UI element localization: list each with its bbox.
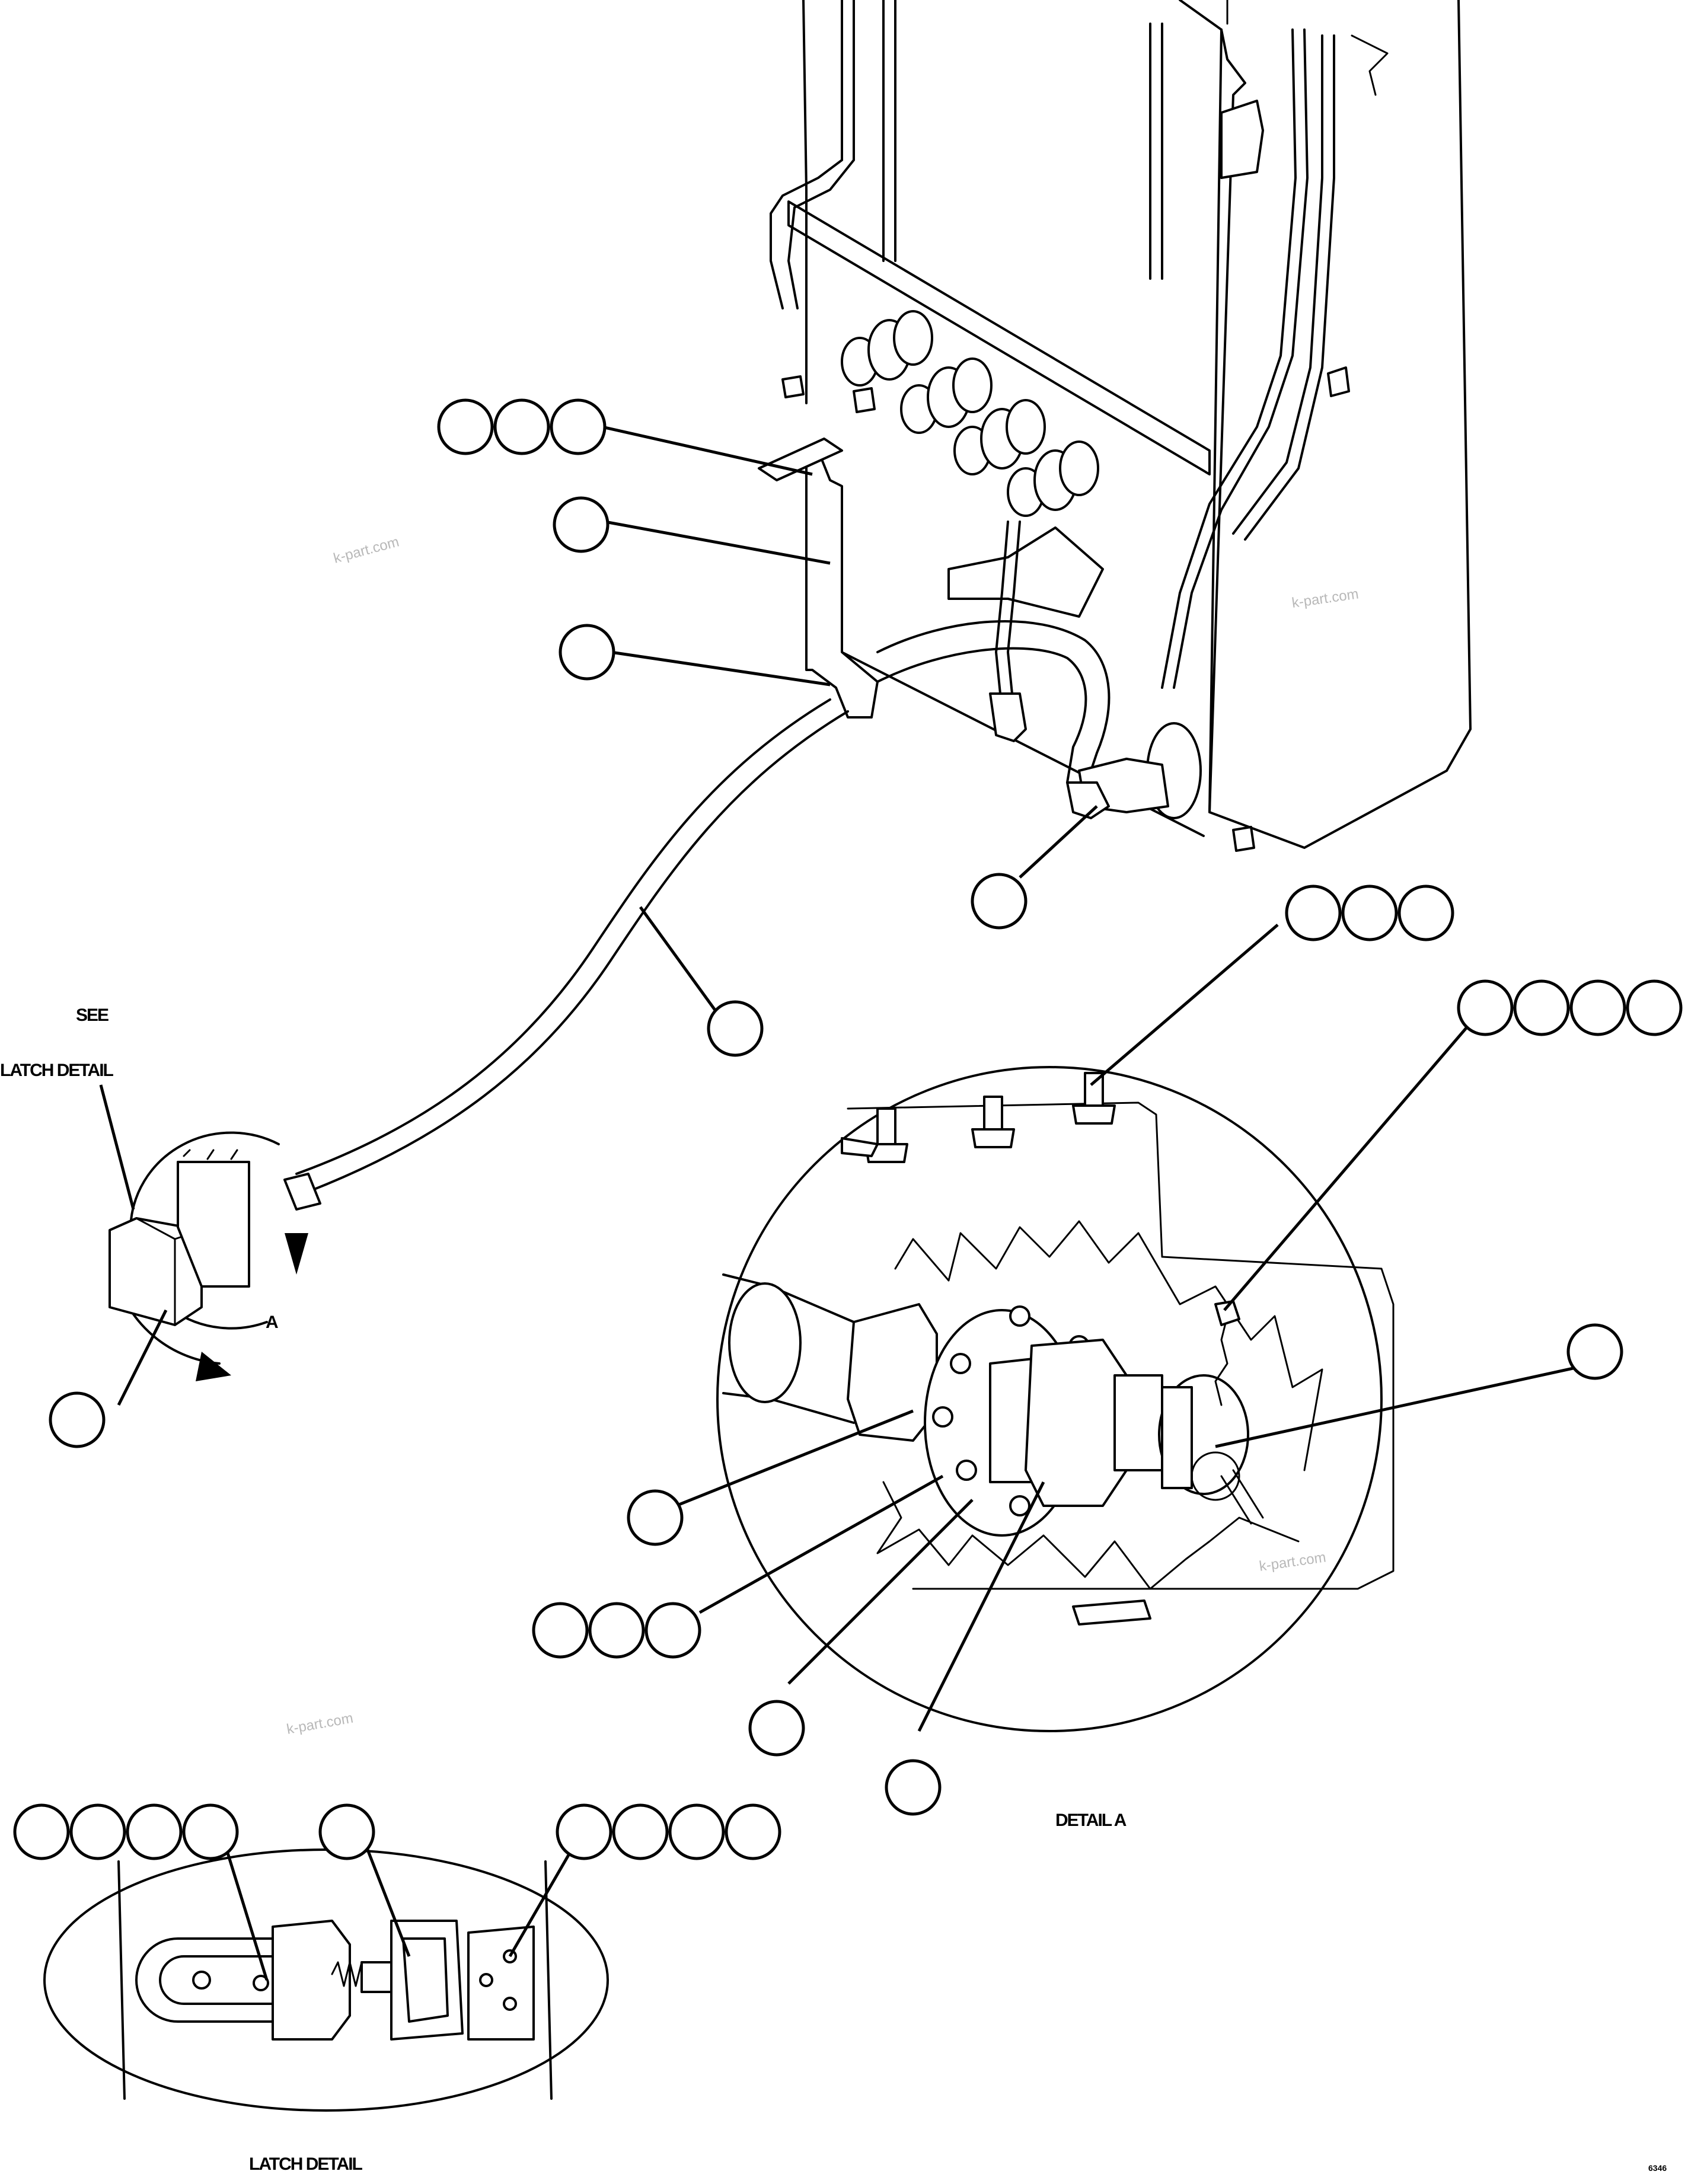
tank-upper-panel xyxy=(1226,0,1389,96)
upper-pipes xyxy=(770,0,1163,309)
callout-balloon xyxy=(971,873,1028,930)
main-hose-upper xyxy=(876,620,1111,790)
watermark: k-part.com xyxy=(1291,586,1360,611)
latch-detail-ref-label: LATCH DETAIL xyxy=(0,1061,114,1080)
callout-balloon xyxy=(49,1391,106,1448)
break-line-bottom xyxy=(876,1481,1300,1590)
watermark: k-part.com xyxy=(285,1710,354,1738)
callout-balloon xyxy=(1513,979,1570,1036)
callout-balloon xyxy=(644,1602,701,1659)
detail-a xyxy=(716,1066,1395,1732)
watermark: k-part.com xyxy=(332,534,401,566)
hanger-bracket xyxy=(805,449,879,719)
lower-mount-bracket xyxy=(947,526,1104,618)
see-label: SEE xyxy=(76,1005,109,1025)
callout-balloon xyxy=(1569,979,1626,1036)
view-letter-label: A xyxy=(266,1313,278,1332)
break-line-top xyxy=(894,1220,1323,1471)
detail-coupler-nipple xyxy=(1113,1374,1163,1471)
see-latch-leader xyxy=(99,1084,135,1210)
detail-studs xyxy=(841,1072,1116,1163)
small-fitting-left xyxy=(781,375,805,398)
callout-balloon xyxy=(668,1803,725,1860)
valve-rollers xyxy=(841,310,1099,517)
detail-ring xyxy=(1191,1451,1240,1501)
callout-balloon xyxy=(1341,885,1398,941)
callout-balloon xyxy=(748,1700,805,1757)
callout-balloon xyxy=(885,1759,942,1816)
detail-coupler-hex xyxy=(1025,1339,1128,1507)
callout-balloon xyxy=(13,1803,70,1860)
detail-pipe-end xyxy=(728,1282,802,1403)
callout-balloon xyxy=(1285,885,1342,941)
callout-balloon xyxy=(556,1803,612,1860)
callout-balloon xyxy=(532,1602,589,1659)
callout-balloon xyxy=(437,398,494,455)
detail-bottom-clip xyxy=(1072,1599,1151,1626)
leader-lines xyxy=(117,425,1596,1981)
latch-u-handle xyxy=(135,1937,286,2023)
detail-chain-bolt xyxy=(1214,1300,1240,1326)
detail-a-circle xyxy=(716,1066,1383,1732)
small-clip-1 xyxy=(1327,366,1350,397)
manifold-bar xyxy=(787,200,1211,475)
top-right-block xyxy=(1220,100,1264,179)
right-hoses xyxy=(1161,28,1335,689)
callout-balloon xyxy=(553,496,610,553)
callout-balloon xyxy=(612,1803,669,1860)
callout-balloon xyxy=(126,1803,183,1860)
detail-pin xyxy=(1220,1469,1264,1525)
callout-balloon xyxy=(707,1000,764,1057)
callout-balloon xyxy=(1626,979,1683,1036)
outlet-elbow xyxy=(1066,781,1110,819)
callout-balloon xyxy=(627,1489,684,1546)
callout-balloons xyxy=(13,398,1683,1860)
callout-balloon xyxy=(182,1803,239,1860)
latch-strike-plate xyxy=(467,1926,535,2041)
watermark: k-part.com xyxy=(1258,1549,1327,1575)
small-clip-2 xyxy=(1232,826,1255,852)
elbow-fitting xyxy=(989,692,1027,742)
callout-balloon xyxy=(725,1803,781,1860)
callout-balloon xyxy=(1566,1323,1623,1380)
callout-balloon xyxy=(493,398,550,455)
main-hose-upper-b xyxy=(876,647,1087,784)
hanger-top-plate xyxy=(758,438,843,481)
callout-balloon xyxy=(550,398,607,455)
detail-panel xyxy=(847,1101,1395,1590)
latch-view-circle xyxy=(99,1084,308,1381)
callout-balloon xyxy=(318,1803,375,1860)
detail-a-title: DETAIL A xyxy=(1055,1811,1127,1830)
latch-body xyxy=(272,1920,351,2041)
drawing-code: 6346 xyxy=(1648,2163,1667,2173)
tank-panel xyxy=(802,0,1472,849)
latch-detail-title: LATCH DETAIL xyxy=(249,2154,363,2174)
callout-balloon xyxy=(559,624,615,681)
callout-balloon xyxy=(1397,885,1454,941)
main-assembly xyxy=(758,0,1472,852)
detail-chain xyxy=(1214,1315,1228,1406)
latch-detail xyxy=(43,1848,609,2112)
discharge-hose xyxy=(283,698,849,1211)
callout-balloon xyxy=(588,1602,645,1659)
callout-balloon xyxy=(1457,979,1514,1036)
callout-balloon xyxy=(69,1803,126,1860)
mid-pipes xyxy=(995,521,1021,713)
small-fitting-mid xyxy=(853,387,876,413)
